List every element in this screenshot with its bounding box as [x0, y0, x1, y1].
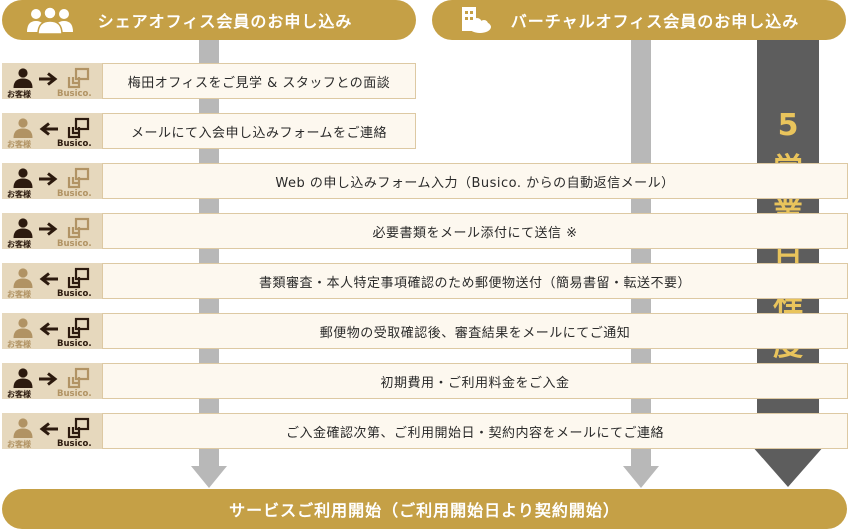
busico-label: Busico. — [57, 189, 92, 199]
step-icons: お客様 Busico. — [2, 213, 102, 249]
customer-person-icon — [13, 368, 33, 388]
step-text: 書類審査・本人特定事項確認のため郵便物送付（簡易書留・転送不要） — [258, 275, 691, 291]
flow-step: お客様 Busico. 郵便物の受取確認後、審査結果をメールにてご通知 — [0, 313, 849, 349]
busico-logo-icon — [67, 167, 90, 189]
busico-label: Busico. — [57, 439, 92, 449]
arrow-left-icon — [39, 122, 58, 136]
arrow-right-icon — [39, 172, 58, 186]
customer-person-icon — [13, 418, 33, 438]
step-icons: お客様 Busico. — [2, 63, 102, 99]
busico-label: Busico. — [57, 289, 92, 299]
busico-logo-icon — [67, 417, 90, 439]
customer-person-icon — [13, 118, 33, 138]
arrow-left-icon — [39, 322, 58, 336]
arrow-left-icon — [39, 422, 58, 436]
step-text-box: 郵便物の受取確認後、審査結果をメールにてご通知 — [102, 313, 848, 349]
service-start-label: サービスご利用開始（ご利用開始日より契約開始） — [229, 501, 620, 520]
share-office-label: シェアオフィス会員のお申し込み — [97, 12, 353, 31]
customer-person-icon — [13, 218, 33, 238]
busico-logo-icon — [67, 117, 90, 139]
step-text: ご入金確認次第、ご利用開始日・契約内容をメールにてご連絡 — [285, 425, 664, 441]
busico-label: Busico. — [57, 139, 92, 149]
service-start-footer: サービスご利用開始（ご利用開始日より契約開始） — [2, 489, 847, 529]
customer-label: お客様 — [7, 190, 31, 199]
step-icons: お客様 Busico. — [2, 263, 102, 299]
group-people-icon — [27, 6, 73, 34]
customer-person-icon — [13, 168, 33, 188]
step-icons: お客様 Busico. — [2, 163, 102, 199]
step-text-box: メールにて入会申し込みフォームをご連絡 — [102, 113, 416, 149]
flow-step: お客様 Busico. 梅田オフィスをご見学 & スタッフとの面談 — [0, 63, 849, 99]
share-flow-arrow-head — [191, 466, 227, 488]
busico-label: Busico. — [57, 339, 92, 349]
busico-logo-icon — [67, 267, 90, 289]
step-text-box: 必要書類をメール添付にて送信 ※ — [102, 213, 848, 249]
customer-person-icon — [13, 318, 33, 338]
busico-logo-icon — [67, 317, 90, 339]
flow-step: お客様 Busico. メールにて入会申し込みフォームをご連絡 — [0, 113, 849, 149]
customer-person-icon — [13, 68, 33, 88]
virtual-flow-arrow-shaft — [631, 40, 651, 468]
step-text-box: Web の申し込みフォーム入力（Busico. からの自動返信メール） — [102, 163, 848, 199]
virtual-office-label: バーチャルオフィス会員のお申し込み — [510, 12, 800, 31]
building-icon — [462, 7, 491, 33]
flow-step: お客様 Busico. 必要書類をメール添付にて送信 ※ — [0, 213, 849, 249]
arrow-left-icon — [39, 272, 58, 286]
step-text: メールにて入会申し込みフォームをご連絡 — [130, 125, 388, 141]
duration-char: 5 — [777, 108, 799, 143]
share-flow-arrow-shaft — [199, 40, 219, 468]
flow-step: お客様 Busico. 書類審査・本人特定事項確認のため郵便物送付（簡易書留・転送不… — [0, 263, 849, 299]
customer-label: お客様 — [7, 340, 31, 349]
step-text-box: ご入金確認次第、ご利用開始日・契約内容をメールにてご連絡 — [102, 413, 848, 449]
customer-person-icon — [13, 268, 33, 288]
busico-logo-icon — [67, 217, 90, 239]
step-text-box: 初期費用・ご利用料金をご入金 — [102, 363, 848, 399]
customer-label: お客様 — [7, 390, 31, 399]
customer-label: お客様 — [7, 140, 31, 149]
customer-label: お客様 — [7, 440, 31, 449]
customer-label: お客様 — [7, 290, 31, 299]
flow-step: お客様 Busico. 初期費用・ご利用料金をご入金 — [0, 363, 849, 399]
busico-label: Busico. — [57, 89, 92, 99]
step-text: Web の申し込みフォーム入力（Busico. からの自動返信メール） — [275, 175, 675, 191]
share-office-header: シェアオフィス会員のお申し込み — [2, 0, 416, 40]
step-icons: お客様 Busico. — [2, 313, 102, 349]
step-icons: お客様 Busico. — [2, 413, 102, 449]
flow-step: お客様 Busico. Web の申し込みフォーム入力（Busico. からの自動返… — [0, 163, 849, 199]
virtual-office-header: バーチャルオフィス会員のお申し込み — [432, 0, 846, 40]
flow-step: お客様 Busico. ご入金確認次第、ご利用開始日・契約内容をメールにてご連絡 — [0, 413, 849, 449]
customer-label: お客様 — [7, 90, 31, 99]
busico-logo-icon — [67, 67, 90, 89]
arrow-right-icon — [39, 222, 58, 236]
virtual-flow-arrow-head — [623, 466, 659, 488]
step-icons: お客様 Busico. — [2, 363, 102, 399]
step-text-box: 書類審査・本人特定事項確認のため郵便物送付（簡易書留・転送不要） — [102, 263, 848, 299]
busico-logo-icon — [67, 367, 90, 389]
busico-label: Busico. — [57, 389, 92, 399]
step-text: 初期費用・ご利用料金をご入金 — [380, 375, 570, 391]
busico-label: Busico. — [57, 239, 92, 249]
step-text: 必要書類をメール添付にて送信 ※ — [372, 225, 578, 241]
arrow-right-icon — [39, 72, 58, 86]
step-text-box: 梅田オフィスをご見学 & スタッフとの面談 — [102, 63, 416, 99]
step-text: 梅田オフィスをご見学 & スタッフとの面談 — [127, 75, 391, 91]
step-text: 郵便物の受取確認後、審査結果をメールにてご通知 — [319, 325, 631, 341]
arrow-right-icon — [39, 372, 58, 386]
customer-label: お客様 — [7, 240, 31, 249]
step-icons: お客様 Busico. — [2, 113, 102, 149]
